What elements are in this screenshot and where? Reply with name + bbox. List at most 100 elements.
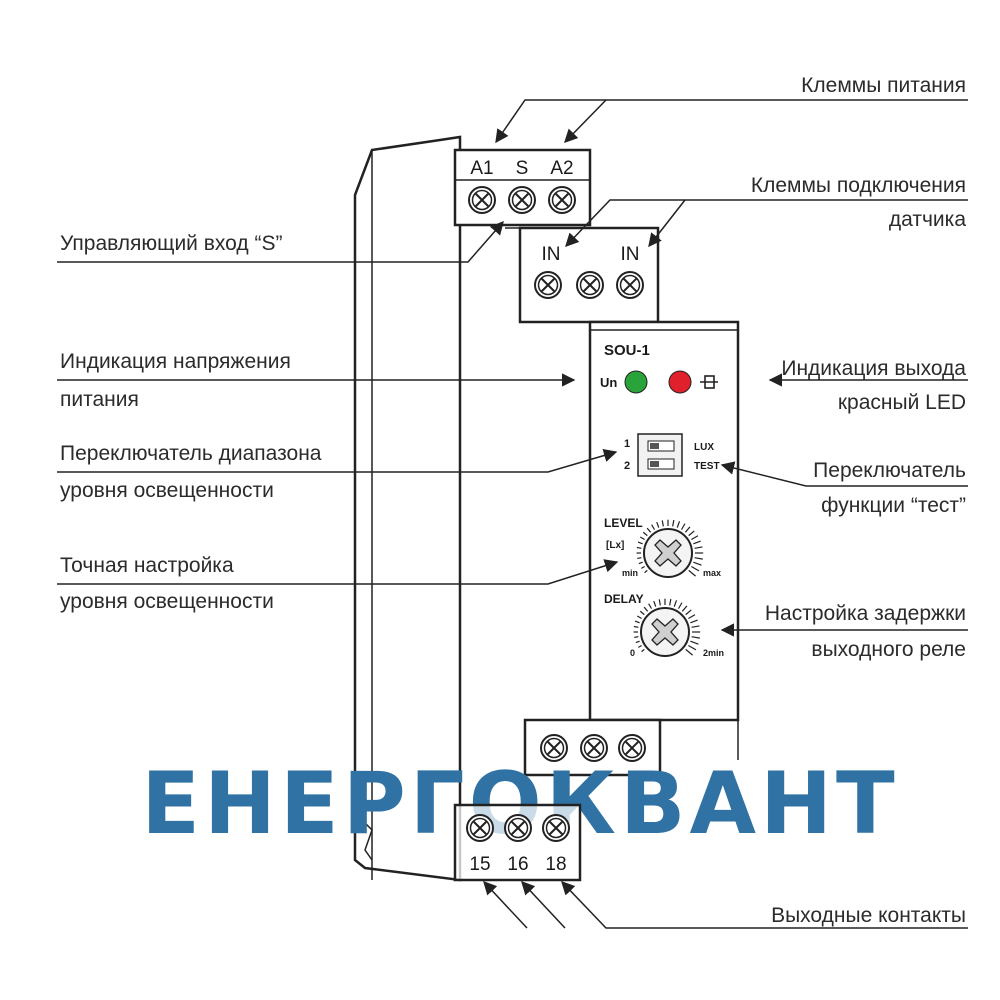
terminal-18-label: 18: [545, 854, 566, 875]
scale-tick: [680, 523, 686, 530]
callout-sensor-terminals-line1: Клеммы подключения: [751, 174, 966, 197]
dip-test-label: TEST: [694, 461, 720, 472]
scale-tick: [688, 644, 697, 651]
callout-delay-setting-line2: выходного реле: [811, 638, 966, 661]
screw-15-icon: [466, 814, 494, 842]
terminal-a2-label: A2: [550, 158, 573, 179]
callout-output-indication-line1: Индикация выхода: [781, 357, 966, 380]
scale-tick: [643, 606, 649, 612]
screw-in2-icon: [616, 271, 644, 299]
power-terminal-block: A1 S A2: [453, 148, 592, 227]
screw-mid-icon: [576, 271, 604, 299]
scale-tick: [688, 530, 695, 537]
scale-tick: [639, 610, 645, 616]
scale-tick: [634, 636, 639, 639]
output-terminal-block: 15 16 18: [453, 803, 582, 882]
delay-min-label: 0: [630, 648, 635, 658]
scale-tick: [644, 569, 648, 574]
callout-range-switch-line2: уровня освещенности: [60, 479, 274, 502]
scale-tick: [661, 520, 664, 527]
scale-tick: [688, 569, 696, 577]
scale-tick: [653, 600, 657, 607]
callout-labels: Клеммы питания Клеммы подключения датчик…: [60, 74, 966, 927]
callout-control-input: Управляющий вход “S”: [60, 232, 282, 255]
delay-max-label: 2min: [703, 648, 724, 658]
scale-tick: [637, 541, 643, 545]
scale-tick: [635, 640, 640, 644]
scale-tick: [691, 565, 700, 572]
scale-tick: [638, 561, 643, 565]
callout-test-switch-line2: функции “тест”: [821, 494, 966, 517]
scale-tick: [638, 644, 642, 648]
delay-knob[interactable]: [640, 607, 690, 657]
dip-number-2: 2: [624, 460, 630, 472]
terminal-16-label: 16: [507, 854, 528, 875]
callout-leaders: [57, 99, 968, 929]
scale-tick: [694, 546, 703, 549]
dip-lux-label: LUX: [694, 442, 714, 453]
scale-tick: [684, 526, 691, 533]
scale-tick: [656, 521, 660, 528]
scale-tick: [633, 625, 639, 628]
scale-tick: [637, 557, 642, 560]
screw-in1-icon: [534, 271, 562, 299]
scale-tick: [639, 536, 645, 541]
level-knob[interactable]: [643, 528, 693, 578]
level-scale-ticks: [636, 519, 704, 577]
callout-range-switch-line1: Переключатель диапазона: [60, 442, 322, 465]
scale-tick: [691, 535, 699, 541]
power-led-icon: [624, 370, 648, 394]
screw-18-icon: [542, 814, 570, 842]
lower-housing: [523, 718, 739, 777]
scale-tick: [642, 531, 648, 537]
scale-tick: [669, 598, 672, 606]
callout-fine-level-line1: Точная настройка: [60, 554, 234, 577]
scale-tick: [693, 540, 701, 545]
scale-tick: [672, 519, 675, 527]
callout-output-contacts: Выходные контакты: [771, 904, 966, 927]
scale-tick: [641, 565, 645, 569]
front-panel: SOU-1 Un 1 2 LUX TEST LEVEL [Lx] min max: [588, 320, 740, 722]
scale-tick: [676, 521, 681, 528]
level-label: LEVEL: [604, 516, 643, 530]
callout-delay-setting-line1: Настройка задержки: [765, 602, 966, 625]
terminal-15-label: 15: [469, 854, 490, 875]
scale-tick: [690, 619, 698, 624]
scale-tick: [688, 614, 696, 620]
callout-voltage-indication-line2: питания: [60, 388, 139, 411]
level-unit-label: [Lx]: [606, 540, 624, 551]
sensor-terminal-block: IN IN: [505, 226, 660, 324]
delay-scale-ticks: [633, 598, 701, 656]
scale-tick: [677, 602, 683, 609]
screw-a1-icon: [468, 186, 496, 214]
screw-a2-icon: [548, 186, 576, 214]
dip-switch[interactable]: [637, 433, 683, 477]
scale-tick: [641, 648, 645, 653]
led-un-label: Un: [600, 375, 617, 390]
scale-tick: [651, 524, 656, 530]
level-min-label: min: [622, 568, 638, 578]
delay-label: DELAY: [604, 592, 644, 606]
scale-tick: [673, 600, 678, 607]
scale-tick: [634, 620, 640, 624]
scale-tick: [646, 527, 652, 533]
relay-symbol-icon: [700, 375, 718, 389]
model-label: SOU-1: [604, 342, 650, 359]
callout-voltage-indication-line1: Индикация напряжения: [60, 350, 291, 373]
callout-test-switch-line1: Переключатель: [813, 459, 966, 482]
scale-tick: [685, 609, 692, 616]
scale-tick: [690, 640, 699, 645]
output-led-icon: [668, 370, 692, 394]
scale-tick: [691, 636, 700, 639]
scale-tick: [691, 625, 700, 628]
scale-tick: [681, 605, 688, 612]
scale-tick: [685, 648, 693, 656]
scale-tick: [694, 557, 703, 560]
screw-16-icon: [504, 814, 532, 842]
dip-number-1: 1: [624, 438, 630, 450]
terminal-a1-label: A1: [470, 158, 493, 179]
scale-tick: [636, 546, 642, 549]
callout-sensor-terminals-line2: датчика: [889, 208, 966, 231]
screw-s-icon: [508, 186, 536, 214]
